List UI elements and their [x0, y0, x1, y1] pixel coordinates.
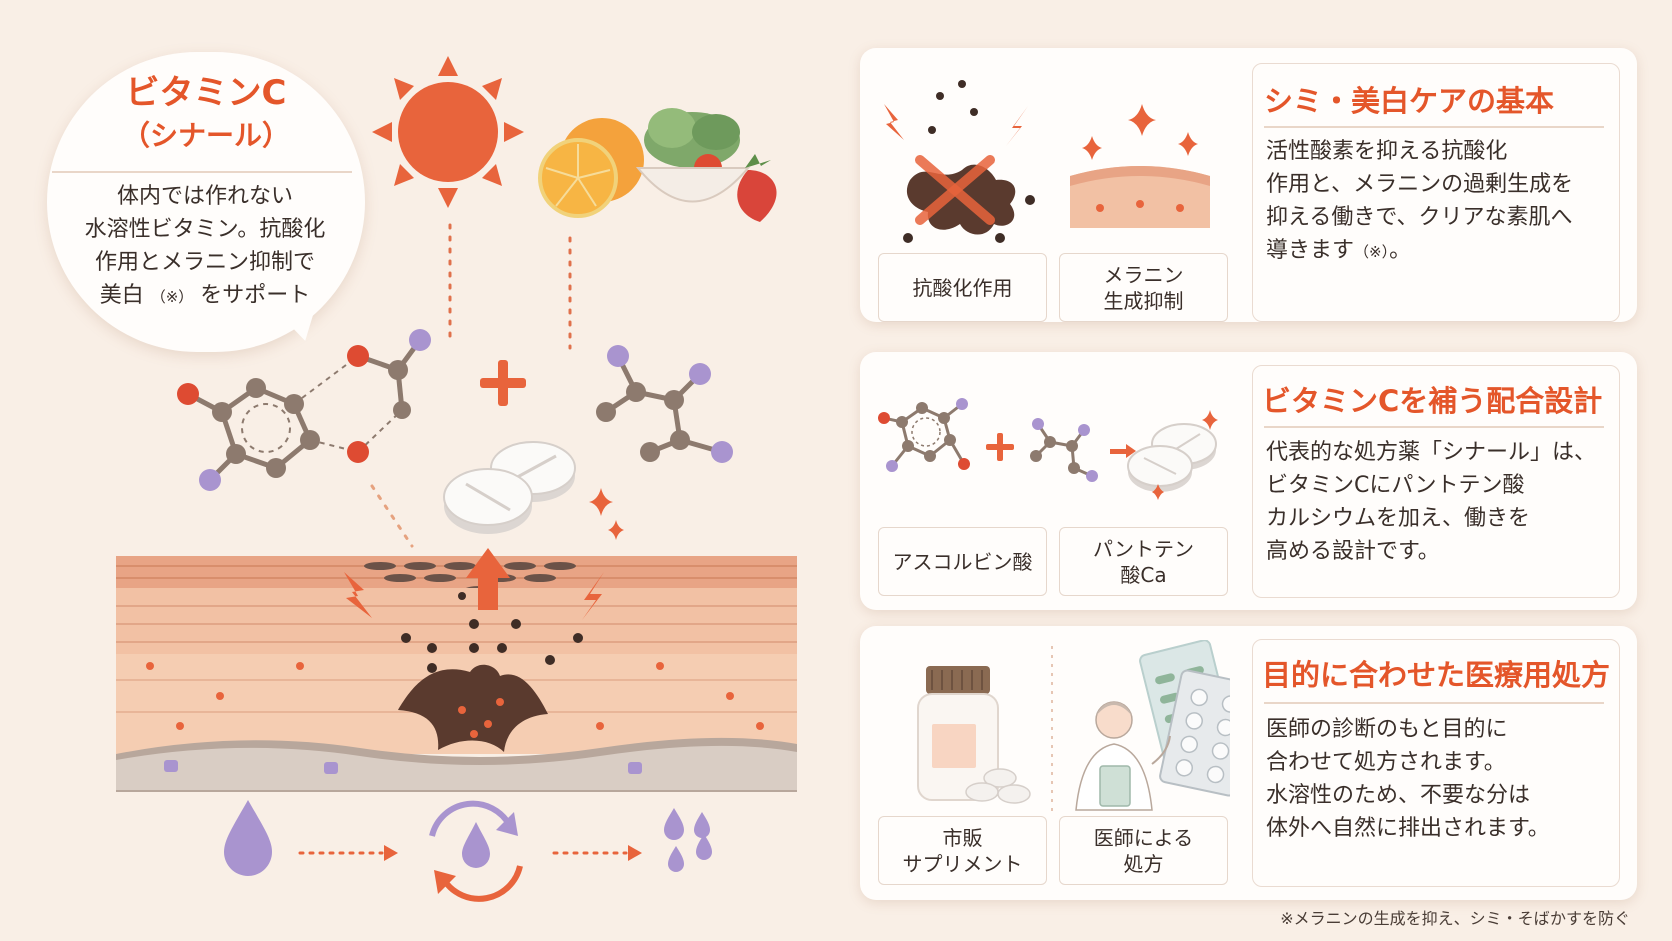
- footnote: ※メラニンの生成を抑え、シミ・そばかすを防ぐ: [1280, 909, 1630, 928]
- tag-otc-supplement: 市販 サプリメント: [878, 816, 1047, 885]
- card-title-divider: [1264, 702, 1604, 704]
- card-text-line: 作用と、メラニンの過剰生成を: [1266, 172, 1574, 197]
- tag-melanin-suppression: メラニン 生成抑制: [1059, 253, 1228, 322]
- card-prescription-text: 医師の診断のもと目的に 合わせて処方されます。 水溶性のため、不要な分は 体外へ…: [1266, 713, 1616, 845]
- bubble-body-line: 体内では作れない: [116, 184, 293, 209]
- card-text-line: 高める設計です。: [1266, 539, 1440, 564]
- water-drop-icon: [664, 808, 712, 872]
- card-text-line: 代表的な処方薬「シナール」は、: [1266, 440, 1597, 465]
- card-prescription-illustration: [917, 640, 1230, 812]
- bubble-title: ビタミンC: [125, 73, 287, 113]
- card-text-line: 体外へ自然に排出されます。: [1266, 816, 1550, 841]
- sparkle-icon: [1152, 410, 1218, 500]
- blister-pack-icon: [1139, 640, 1230, 797]
- sparkle-icon: [589, 488, 624, 540]
- card-text-line: 導きます（※）。: [1266, 234, 1616, 269]
- card-text-line: 合わせて処方されます。: [1266, 750, 1506, 775]
- card-text-line: 活性酸素を抑える抗酸化: [1266, 139, 1508, 164]
- card-title-divider: [1264, 126, 1604, 128]
- bubble-body-line: 作用とメラニン抑制で: [94, 250, 315, 275]
- tag-label: 生成抑制: [1103, 288, 1184, 313]
- water-drop-icon: [224, 800, 272, 876]
- card-formula-title: ビタミンCを補う配合設計: [1262, 384, 1603, 418]
- card-text-line: 抑える働きで、クリアな素肌へ: [1266, 205, 1573, 230]
- tag-antioxidant: 抗酸化作用: [878, 253, 1047, 322]
- molecule-icon: [878, 398, 970, 472]
- tag-label: 酸Ca: [1120, 562, 1167, 587]
- footnote-mark: （※）: [150, 288, 194, 306]
- bubble-body-line: 美白 （※） をサポート: [60, 279, 350, 314]
- card-text-line: カルシウムを加え、働きを: [1266, 506, 1531, 531]
- card-text-line: 水溶性のため、不要な分は: [1266, 783, 1531, 808]
- bubble-subtitle: （シナール）: [121, 119, 290, 152]
- card-title-divider: [1264, 426, 1604, 428]
- card-formula-illustration: [878, 398, 1218, 500]
- card-whitening-title: シミ・美白ケアの基本: [1264, 84, 1555, 118]
- molecule-icon: [177, 329, 431, 491]
- plus-icon: [986, 433, 1014, 461]
- tag-ascorbic-acid: アスコルビン酸: [878, 527, 1047, 596]
- card-whitening-illustration: [884, 80, 1210, 243]
- card-prescription-title: 目的に合わせた医療用処方: [1262, 658, 1611, 692]
- bubble-body: 体内では作れない 水溶性ビタミン。抗酸化 作用とメラニン抑制で 美白 （※） を…: [60, 180, 350, 314]
- tag-label: 処方: [1123, 851, 1164, 876]
- footnote-mark: （※）: [1354, 243, 1390, 261]
- tag-label: 医師による: [1093, 825, 1194, 850]
- card-whitening-description: [1252, 63, 1620, 322]
- molecule-icon: [1030, 418, 1098, 482]
- clear-skin-icon: [1070, 166, 1210, 228]
- card-text: 導きます: [1266, 238, 1355, 263]
- fruit-salad-icon: [538, 108, 777, 222]
- speech-bubble: [47, 52, 365, 352]
- bubble-body-text: 美白: [99, 283, 144, 308]
- tablet-icon: [1127, 423, 1217, 492]
- tag-label: サプリメント: [902, 851, 1023, 876]
- tablet-icon: [443, 441, 576, 534]
- card-whitening-text: 活性酸素を抑える抗酸化 作用と、メラニンの過剰生成を 抑える働きで、クリアな素肌…: [1266, 135, 1616, 269]
- bubble-body-text: をサポート: [200, 283, 311, 308]
- arrow-right-icon: [1110, 444, 1136, 458]
- doctor-icon: [1075, 701, 1171, 811]
- sun-icon: [372, 56, 524, 208]
- bubble-divider: [52, 171, 352, 173]
- tag-doctor-prescription: 医師による 処方: [1059, 816, 1228, 885]
- tag-label: アスコルビン酸: [892, 549, 1033, 574]
- tag-pantothenic-ca: パントテン 酸Ca: [1059, 527, 1228, 596]
- card-formula-text: 代表的な処方薬「シナール」は、 ビタミンCにパントテン酸 カルシウムを加え、働き…: [1266, 436, 1622, 568]
- card-formula-description: [1252, 365, 1620, 598]
- card-text-line: ビタミンCにパントテン酸: [1266, 473, 1525, 498]
- tag-label: メラニン: [1103, 262, 1184, 287]
- tag-label: 抗酸化作用: [912, 275, 1013, 300]
- bottle-icon: [917, 666, 1031, 804]
- up-arrow-icon: [466, 548, 510, 610]
- lightning-icon: [344, 572, 604, 620]
- bubble-body-line: 水溶性ビタミン。抗酸化: [84, 217, 326, 242]
- melanocyte-icon: [884, 80, 1035, 243]
- tag-label: 市販: [942, 825, 983, 850]
- card-text: 。: [1389, 238, 1412, 263]
- recycle-icon: [429, 800, 523, 902]
- tag-label: パントテン: [1093, 536, 1194, 561]
- left-illustration: [116, 56, 797, 902]
- card-prescription-description: [1252, 639, 1620, 887]
- card-text-line: 医師の診断のもと目的に: [1266, 717, 1508, 742]
- molecule-icon: [596, 345, 733, 463]
- plus-icon: [480, 360, 526, 406]
- melanocyte-icon: [398, 664, 548, 752]
- sparkle-icon: [1082, 104, 1198, 160]
